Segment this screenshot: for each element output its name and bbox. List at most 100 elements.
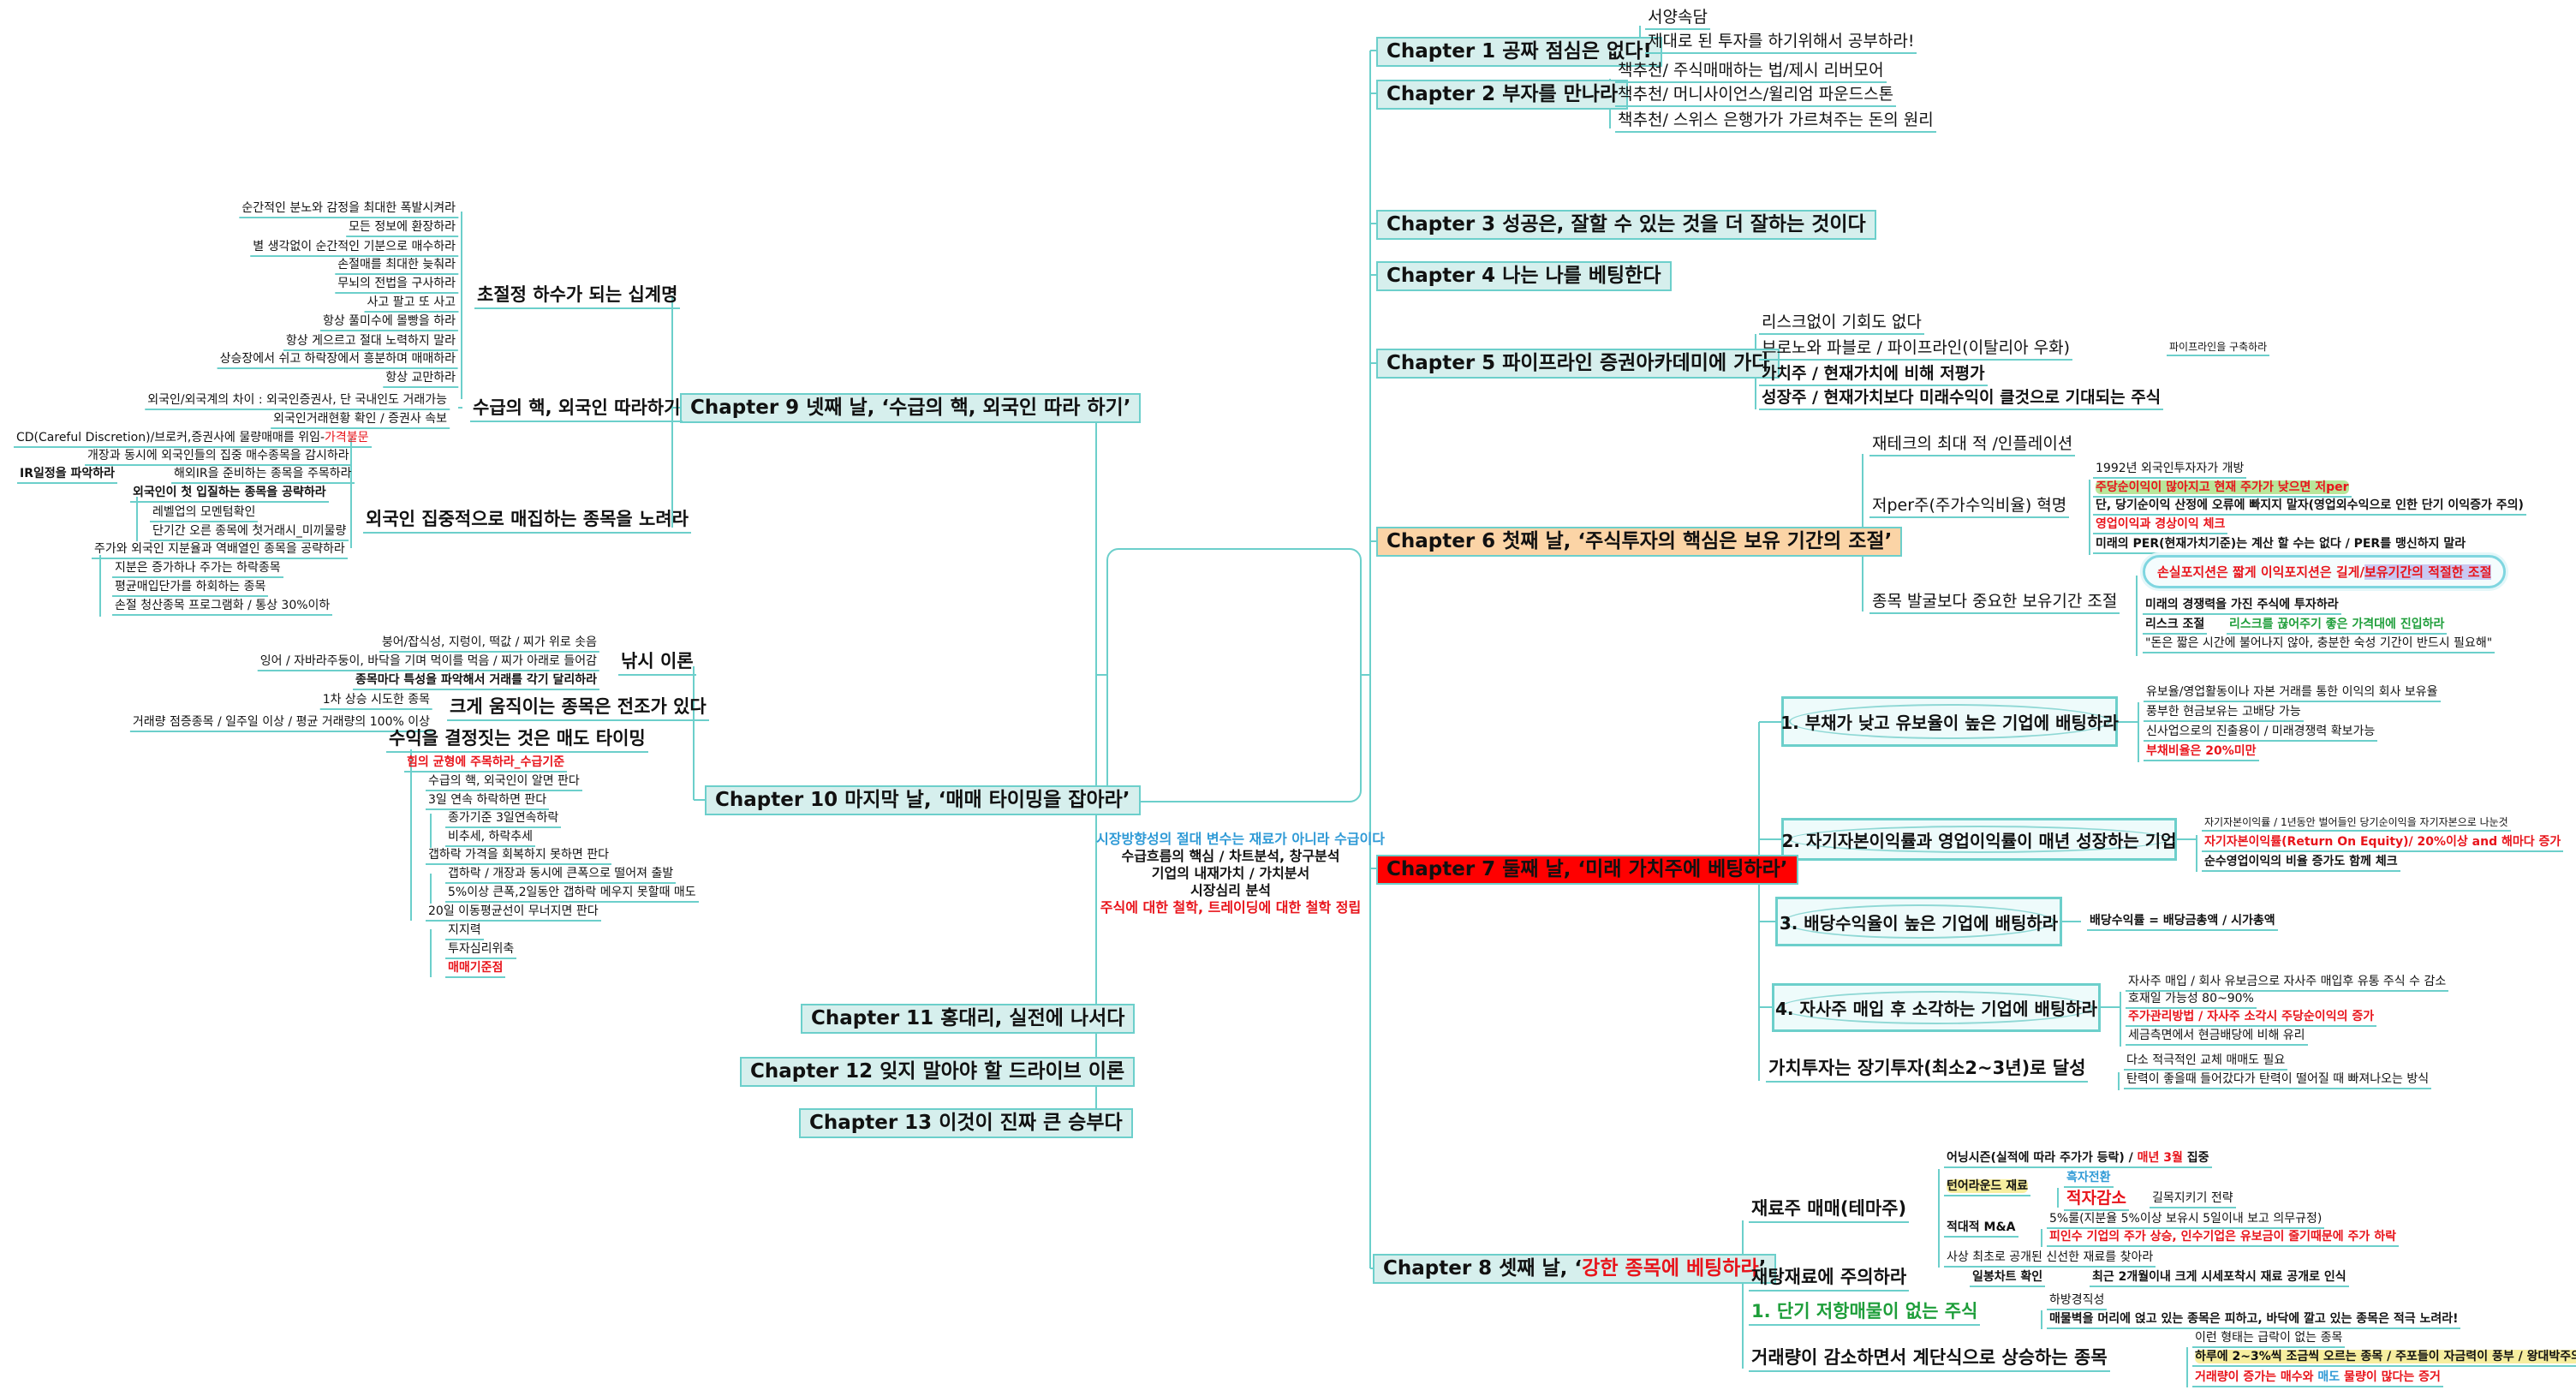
ch10-fishing-item[interactable]: 붕어/잡식성, 지렁이, 떡값 / 찌가 위로 솟음 [379, 635, 599, 653]
ch6-per-item[interactable]: 단, 당기순이익 산정에 오류에 빠지지 말자(영업외수익으로 인한 단기 이익… [2093, 498, 2526, 516]
ch10-sell-item[interactable]: 갭하락 가격을 회복하지 못하면 판다 [426, 847, 611, 865]
ch10-sell-subitem[interactable]: 투자심리위축 [445, 941, 517, 959]
ch8-theme-node[interactable]: 재료주 매매(테마주) [1749, 1197, 1910, 1223]
ch6-per-item[interactable]: 1992년 외국인투자자가 개방 [2093, 461, 2247, 479]
ch7-g1-item[interactable]: 유보율/영업활동이나 자본 거래를 통한 이익의 회사 보유율 [2144, 684, 2441, 702]
ch7-g4-item[interactable]: 세금측면에서 현금배당에 비해 유리 [2126, 1028, 2308, 1046]
ch7-g4-item[interactable]: 주가관리방법 / 자사주 소각시 주당순이익의 증가 [2126, 1009, 2377, 1027]
ch6-hold-node[interactable]: 종목 발굴보다 중요한 보유기간 조절 [1869, 591, 2120, 614]
ch7-g1-item[interactable]: 부채비율은 20%미만 [2144, 743, 2259, 761]
ch7-group-2-box[interactable]: 2. 자기자본이익률과 영업이익률이 매년 성장하는 기업 [1781, 818, 2177, 861]
ch10-sell-item[interactable]: 수급의 핵, 외국인이 알면 판다 [426, 773, 582, 791]
ch9-first-item[interactable]: 레벨업의 모멘텀확인 [150, 504, 259, 522]
ch9-first-item[interactable]: 단기간 오른 종목에 첫거래시_미끼물량 [150, 523, 349, 541]
chapter-8-node[interactable]: Chapter 8 셋째 날, ‘강한 종목에 베팅하라’ [1373, 1254, 1777, 1284]
ch8-volume-item[interactable]: 하루에 2~3%씩 조금씩 오르는 종목 / 주포들이 자금력이 풍부 / 왕대… [2192, 1349, 2576, 1367]
ch7-g1-item[interactable]: 신사업으로의 진출용이 / 미래경쟁력 확보가능 [2144, 724, 2378, 742]
ch9-target-item[interactable]: IR일정을 파악하라 [17, 466, 118, 484]
ch8-volume-node[interactable]: 거래량이 감소하면서 계단식으로 상승하는 종목 [1749, 1346, 2110, 1372]
ch6-hold-item[interactable]: 리스크를 끊어주기 좋은 가격대에 진입하라 [2227, 617, 2448, 635]
ch6-hold-item[interactable]: 미래의 경쟁력을 가진 주식에 투자하라 [2143, 597, 2341, 615]
ch10-signs-item[interactable]: 거래량 점증종목 / 일주일 이상 / 평균 거래량의 100% 이상 [129, 714, 432, 732]
ch9-inverse-item[interactable]: 평균매입단가를 하회하는 종목 [112, 579, 269, 597]
ch9-commandment-item[interactable]: 손절매를 최대한 늦춰라 [335, 257, 458, 275]
ch7-g4-item[interactable]: 자사주 매입 / 회사 유보금으로 자사주 매입후 유통 주식 수 감소 [2126, 974, 2449, 992]
ch5-item[interactable]: 성장주 / 현재가치보다 미래수익이 클것으로 기대되는 주식 [1759, 387, 2164, 410]
ch7-longterm-item[interactable]: 탄력이 좋을때 들어갔다가 탄력이 떨어질 때 빠져나오는 방식 [2124, 1071, 2432, 1089]
ch2-item[interactable]: 책추천/ 주식매매하는 법/제시 리버모어 [1615, 60, 1887, 83]
chapter-1-node[interactable]: Chapter 1 공짜 점심은 없다! [1376, 37, 1662, 67]
ch8-theme-item[interactable]: 어닝시즌(실적에 따라 주가가 등락) / 매년 3월 집중 [1944, 1150, 2212, 1168]
ch9-inverse-item[interactable]: 손절 청산종목 프로그램화 / 통상 30%이하 [112, 598, 333, 616]
ch6-hold-item[interactable]: "돈은 짧은 시간에 불어나지 않아, 충분한 숙성 기간이 반드시 필요해" [2143, 635, 2496, 653]
chapter-7-node[interactable]: Chapter 7 둘째 날, ‘미래 가치주에 베팅하라’ [1376, 855, 1798, 885]
ch8-volume-item[interactable]: 거래량이 증가는 매수와 매도 물량이 많다는 증거 [2192, 1369, 2443, 1387]
ch7-group-3-box[interactable]: 3. 배당수익율이 높은 기업에 배팅하라 [1775, 897, 2062, 946]
ch8-reuse-item[interactable]: 일봉차트 확인 [1970, 1269, 2046, 1287]
chapter-2-node[interactable]: Chapter 2 부자를 만나라 [1376, 80, 1629, 110]
ch7-group-4-box[interactable]: 4. 자사주 매입 후 소각하는 기업에 배팅하라 [1772, 983, 2101, 1032]
ch7-g3-item[interactable]: 배당수익률 = 배당금총액 / 시가총액 [2087, 913, 2278, 931]
ch10-fishing-node[interactable]: 낚시 이론 [618, 650, 696, 676]
ch9-commandment-item[interactable]: 항상 풀미수에 몰빵을 하라 [319, 313, 458, 331]
ch5-item[interactable]: 리스크없이 기회도 없다 [1759, 312, 1924, 335]
ch8-resist-node[interactable]: 1. 단기 저항매물이 없는 주식 [1749, 1300, 1981, 1326]
chapter-9-node[interactable]: Chapter 9 넷째 날, ‘수급의 핵, 외국인 따라 하기’ [680, 393, 1142, 423]
ch9-commandment-item[interactable]: 모든 정보에 환장하라 [346, 219, 458, 237]
chapter-3-node[interactable]: Chapter 3 성공은, 잘할 수 있는 것을 더 잘하는 것이다 [1376, 210, 1876, 240]
ch10-sell-subitem[interactable]: 매매기준점 [445, 960, 506, 978]
ch10-fishing-item[interactable]: 종목마다 특성을 파악해서 거래를 각기 달리하라 [353, 672, 599, 690]
ch8-resist-item[interactable]: 매물벽을 머리에 얹고 있는 종목은 피하고, 바닥에 깔고 있는 종목은 적극… [2047, 1311, 2461, 1329]
ch10-sell-item[interactable]: 20일 이동평균선이 무너지면 판다 [426, 904, 601, 922]
ch9-commandment-item[interactable]: 상승장에서 쉬고 하락장에서 흥분하며 매매하라 [217, 351, 458, 369]
ch10-signs-item[interactable]: 1차 상승 시도한 종목 [319, 692, 432, 710]
ch7-g1-item[interactable]: 풍부한 현금보유는 고배당 가능 [2144, 704, 2304, 722]
central-topic-box[interactable] [1106, 548, 1362, 802]
ch6-hold-item[interactable]: 리스크 조절 [2143, 617, 2208, 635]
ch9-target-item[interactable]: 개장과 동시에 외국인들의 집중 매수종목을 감시하라 [85, 448, 352, 466]
ch2-item[interactable]: 책추천/ 머니사이언스/윌리엄 파운드스톤 [1615, 84, 1897, 107]
ch10-sell-subitem[interactable]: 5%이상 큰폭,2일동안 갭하락 메우지 못할때 매도 [445, 885, 699, 903]
ch7-g4-item[interactable]: 호재일 가능성 80~90% [2126, 991, 2257, 1009]
ch5-item[interactable]: 가치주 / 현재가치에 비해 저평가 [1759, 363, 1988, 386]
ch8-theme-item[interactable]: 적대적 M&A [1944, 1220, 2018, 1238]
ch6-item[interactable]: 재테크의 최대 적 /인플레이션 [1869, 433, 2076, 456]
ch9-commandment-item[interactable]: 별 생각없이 순간적인 기분으로 매수하라 [250, 239, 458, 257]
ch1-item[interactable]: 제대로 된 투자를 하기위해서 공부하라! [1645, 31, 1917, 54]
ch9-commandment-item[interactable]: 순간적인 분노와 감정을 최대한 폭발시켜라 [239, 200, 458, 218]
ch8-resist-item[interactable]: 하방경직성 [2047, 1292, 2108, 1310]
ch6-per-item[interactable]: 영업이익과 경상이익 체크 [2093, 516, 2228, 534]
ch6-per-item[interactable]: 미래의 PER(현재가치기준)는 계산 할 수는 없다 / PER를 맹신하지 … [2093, 536, 2469, 554]
ch9-commandment-item[interactable]: 항상 게으르고 절대 노력하지 말라 [283, 333, 458, 351]
ch6-per-node[interactable]: 저per주(주가수익비율) 혁명 [1869, 495, 2070, 518]
chapter-4-node[interactable]: Chapter 4 나는 나를 베팅한다 [1376, 261, 1672, 291]
ch7-g2-item[interactable]: 자기자본이익률 / 1년동안 벌어들인 당기순이익을 자기자본으로 나눈것 [2202, 816, 2511, 832]
chapter-13-node[interactable]: Chapter 13 이것이 진짜 큰 승부다 [799, 1108, 1133, 1138]
ch6-hold-cloud-callout[interactable]: 손실포지션은 짧게 이익포지션은 길게/보유기간의 적절한 조절 [2143, 555, 2507, 588]
ch7-longterm-item[interactable]: 다소 적극적인 교체 매매도 필요 [2124, 1053, 2288, 1071]
ch7-g2-item[interactable]: 자기자본이익률(Return On Equity)/ 20%이상 and 해마다… [2202, 834, 2564, 852]
ch10-sell-subitem[interactable]: 지지력 [445, 922, 484, 940]
ch2-item[interactable]: 책추천/ 스위스 은행가가 가르쳐주는 돈의 원리 [1615, 110, 1936, 133]
ch9-commandments-node[interactable]: 초절정 하수가 되는 십계명 [474, 283, 681, 309]
ch10-sell-node[interactable]: 수익을 결정짓는 것은 매도 타이밍 [386, 727, 648, 753]
ch5-item[interactable]: 브로노와 파블로 / 파이프라인(이탈리아 우화) [1759, 337, 2073, 361]
ch10-sell-item[interactable]: 3일 연속 하락하면 판다 [426, 792, 550, 810]
ch9-target-item[interactable]: 외국인이 첫 입질하는 종목을 공략하라 [130, 485, 329, 503]
ch9-commandment-item[interactable]: 무뇌의 전법을 구사하라 [335, 276, 458, 294]
ch8-theme-item[interactable]: 사상 최초로 공개된 신선한 재료를 찾아라 [1944, 1250, 2156, 1268]
chapter-11-node[interactable]: Chapter 11 홍대리, 실전에 나서다 [801, 1004, 1136, 1034]
ch8-ma-item[interactable]: 5%룰(지분율 5%이상 보유시 5일이내 보고 의무규정) [2047, 1211, 2325, 1229]
ch10-sell-subitem[interactable]: 비추세, 하락추세 [445, 829, 536, 847]
ch6-per-item[interactable]: 주당순이익이 많아지고 현재 주가가 낮으면 저per [2093, 480, 2352, 498]
ch5-subitem[interactable]: 파이프라인을 구축하라 [2167, 341, 2270, 356]
ch9-target-item[interactable]: 주가와 외국인 지분율과 역배열인 종목을 공략하라 [92, 541, 348, 559]
ch7-group-1-box[interactable]: 1. 부채가 낮고 유보율이 높은 기업에 배팅하라 [1780, 696, 2119, 747]
ch10-sell-item[interactable]: 힘의 균형에 주목하라_수급기준 [404, 755, 568, 773]
ch10-fishing-item[interactable]: 잉어 / 자바라주둥이, 바닥을 기며 먹이를 먹음 / 찌가 아래로 들어감 [257, 653, 599, 671]
ch8-turnaround-item[interactable]: 적자감소 [2064, 1188, 2129, 1211]
ch10-sell-subitem[interactable]: 종가기준 3일연속하락 [445, 810, 562, 828]
ch8-turnaround-item[interactable]: 흑자전환 [2064, 1170, 2114, 1188]
ch1-item[interactable]: 서양속담 [1645, 7, 1710, 30]
ch10-sell-subitem[interactable]: 갭하락 / 개장과 동시에 큰폭으로 떨어져 출발 [445, 866, 677, 884]
